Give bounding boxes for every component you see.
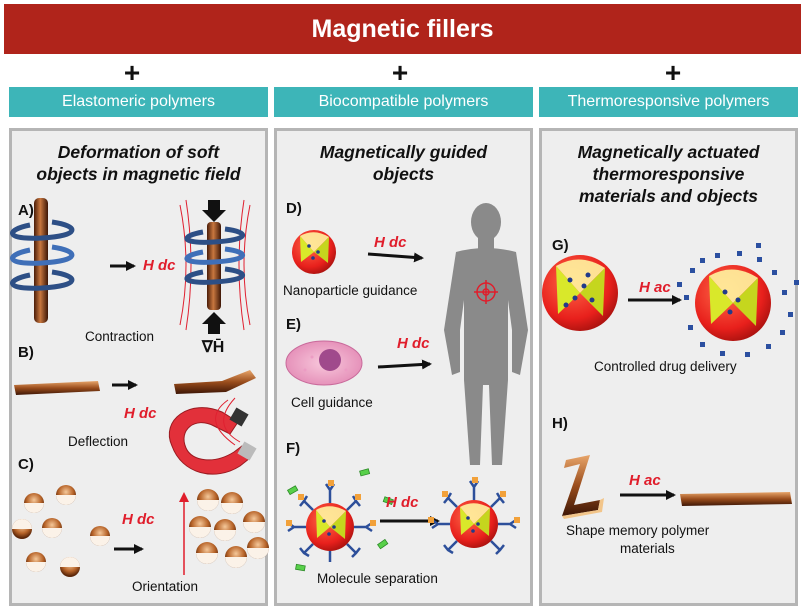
nanoparticle-icon — [306, 503, 354, 551]
panel-title-line: Magnetically guided — [319, 142, 488, 162]
panel-title: Magnetically guided objects — [277, 141, 530, 185]
particles-icon — [189, 489, 269, 568]
header-banner: Magnetic fillers — [4, 4, 801, 54]
drug-icon — [677, 243, 799, 357]
caption-deflection: Deflection — [68, 434, 129, 449]
field-label-dc: H dc — [397, 335, 430, 352]
strip-icon — [680, 492, 792, 506]
label-f: F) — [286, 440, 301, 457]
drug-icon — [286, 480, 376, 526]
strip-icon — [174, 370, 256, 394]
category-biocompatible: Biocompatible polymers — [274, 87, 533, 117]
label-b: B) — [18, 344, 34, 361]
caption-molecule-separation: Molecule separation — [317, 571, 438, 586]
panel-title-line: thermoresponsive — [592, 164, 745, 184]
magnet-icon — [168, 397, 257, 475]
header-title: Magnetic fillers — [311, 14, 494, 43]
nanoparticle-icon — [542, 255, 618, 331]
panel-title: Deformation of soft objects in magnetic … — [12, 141, 265, 185]
category-thermoresponsive: Thermoresponsive polymers — [539, 87, 798, 117]
field-label-ac: H ac — [639, 279, 671, 296]
label-a: A) — [18, 202, 34, 219]
field-label-ac: H ac — [629, 472, 661, 489]
coil-icon — [10, 198, 75, 323]
panel-title-line: objects in magnetic field — [36, 164, 241, 184]
antibody-icon — [431, 480, 517, 555]
particles-icon — [12, 485, 110, 577]
caption-cell-guidance: Cell guidance — [291, 395, 373, 410]
nanoparticle-icon — [292, 230, 336, 274]
nanoparticle-icon — [695, 265, 771, 341]
panel-title-line: Deformation of soft — [57, 142, 220, 162]
field-label-dc: H dc — [124, 405, 157, 422]
coil-icon — [179, 199, 251, 334]
drug-icon — [428, 477, 520, 523]
panel-title-line: materials and objects — [579, 186, 758, 206]
panel-title-line: objects — [372, 164, 435, 184]
label-h: H) — [552, 415, 568, 432]
panel-thermoresponsive: Magnetically actuated thermoresponsive m… — [539, 128, 798, 606]
panel-title: Magnetically actuated thermoresponsive m… — [542, 141, 795, 207]
label-d: D) — [286, 200, 302, 217]
caption-controlled-drug-delivery: Controlled drug delivery — [594, 359, 737, 374]
caption-shape-memory-line1: Shape memory polymer — [566, 523, 710, 538]
caption-nanoparticle-guidance: Nanoparticle guidance — [283, 283, 418, 298]
plus-sign: + — [391, 57, 409, 88]
field-label-dc: H dc — [386, 494, 419, 511]
caption-contraction: Contraction — [85, 329, 155, 344]
label-g: G) — [552, 237, 569, 254]
human-silhouette-icon — [444, 203, 528, 465]
plus-sign: + — [123, 57, 141, 88]
target-icon — [474, 280, 498, 304]
caption-shape-memory-line2: materials — [620, 541, 675, 556]
strip-icon — [562, 455, 604, 519]
field-label-dc: H dc — [143, 257, 176, 274]
plus-sign: + — [664, 57, 682, 88]
panel-title-line: Magnetically actuated — [577, 142, 760, 162]
gradient-symbol: ∇H̄ — [202, 339, 225, 356]
caption-orientation: Orientation — [132, 579, 199, 594]
cell-icon — [285, 340, 363, 386]
strip-icon — [14, 381, 100, 395]
label-c: C) — [18, 456, 34, 473]
nanoparticle-icon — [450, 500, 498, 548]
field-label-dc: H dc — [374, 234, 407, 251]
category-elastomeric: Elastomeric polymers — [9, 87, 268, 117]
panel-elastomeric: Deformation of soft objects in magnetic … — [9, 128, 268, 606]
field-label-dc: H dc — [122, 511, 155, 528]
molecule-icon — [286, 468, 394, 572]
label-e: E) — [286, 316, 301, 333]
